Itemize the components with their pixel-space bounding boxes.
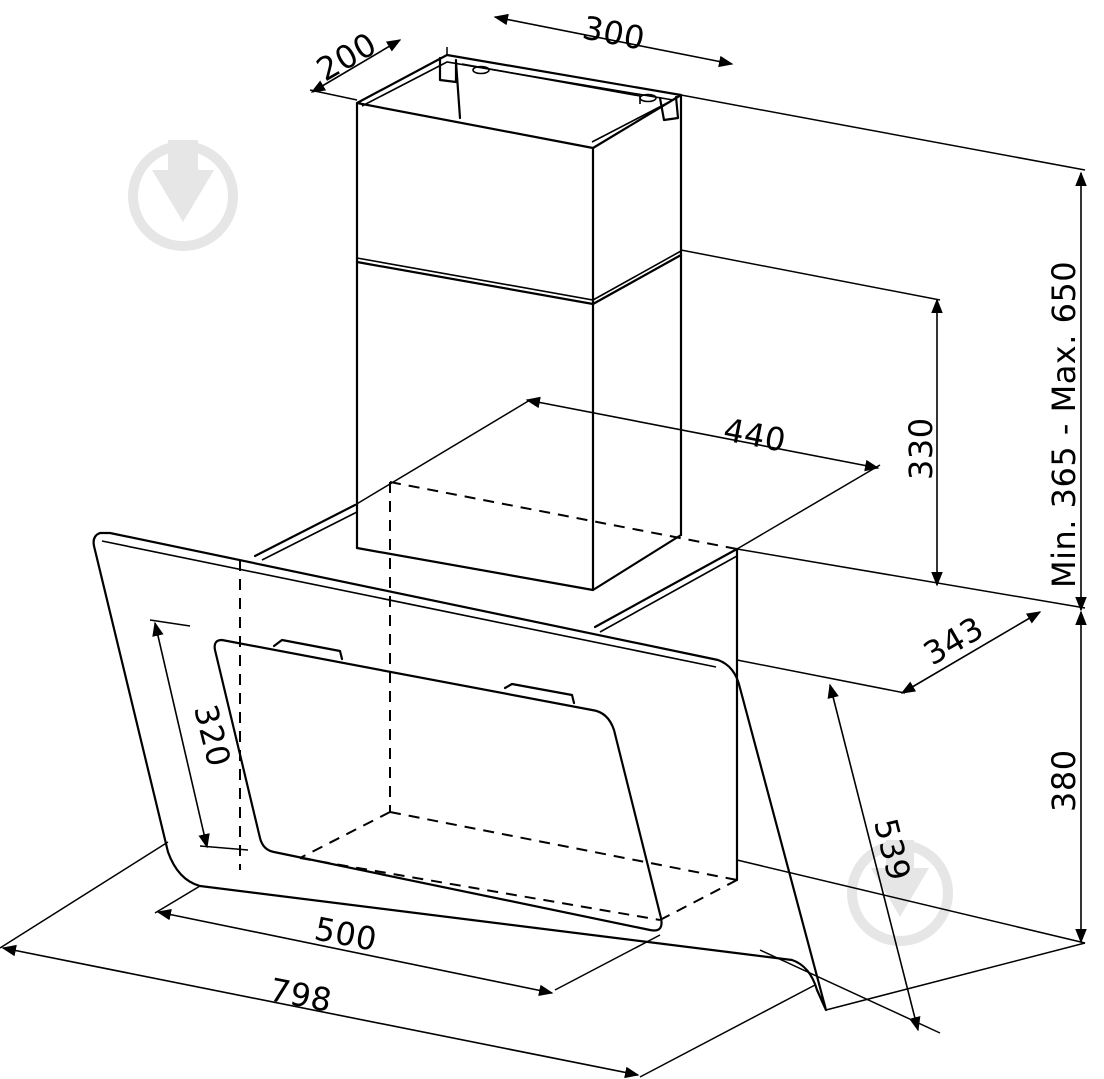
chimney — [355, 53, 683, 592]
watermark-pin-icon-left — [128, 140, 238, 251]
label-canopy-depth: 440 — [720, 411, 789, 460]
label-inner-width: 500 — [311, 910, 380, 959]
extension-lines — [0, 47, 1086, 1078]
label-total-width: 798 — [266, 971, 335, 1020]
label-upper-chimney-height: 330 — [902, 417, 940, 480]
label-chimney-width: 300 — [579, 9, 648, 58]
glass-panel — [92, 531, 828, 1012]
label-chimney-height-range: Min. 365 - Max. 650 — [1045, 261, 1083, 588]
label-slant-length: 539 — [866, 815, 918, 885]
label-chimney-depth: 200 — [310, 25, 383, 89]
dimension-labels: 300 200 Min. 365 - Max. 650 330 440 343 … — [186, 9, 1083, 1020]
canopy-body — [239, 481, 739, 921]
label-hood-height: 380 — [1045, 749, 1083, 812]
dimension-lines — [1, 13, 1087, 1079]
